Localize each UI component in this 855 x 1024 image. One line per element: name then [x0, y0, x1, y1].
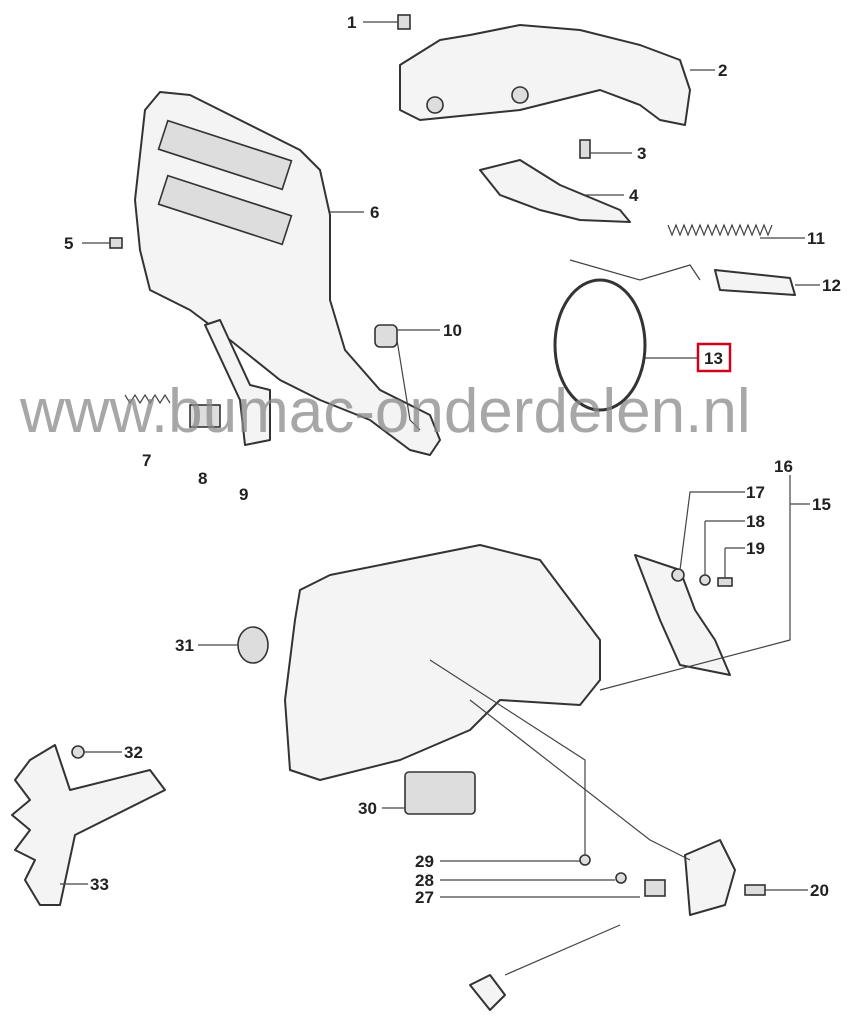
part-6-slot: [157, 119, 293, 191]
part-11-spring: [667, 223, 773, 237]
part-5-screw: [109, 237, 123, 249]
part-7-spring: [124, 393, 171, 405]
label-33[interactable]: 33: [90, 875, 109, 894]
part-17-nut: [671, 568, 685, 582]
label-20[interactable]: 20: [810, 881, 829, 900]
part-2-cover: [399, 24, 691, 126]
label-2[interactable]: 2: [718, 61, 727, 80]
part-33-bumper: [11, 744, 166, 906]
label-12[interactable]: 12: [822, 276, 841, 295]
part-10-bushing: [374, 324, 398, 348]
watermark: www.bumac-onderdelen.nl: [19, 377, 751, 446]
part-16-clutch-cover: [284, 544, 601, 781]
callout-labels: 1 2 3 4 5 6 7 8 9 10 11 12 13 15 16 17 1…: [64, 13, 841, 907]
label-3[interactable]: 3: [637, 144, 646, 163]
label-7[interactable]: 7: [142, 451, 151, 470]
part-20-side-plate: [684, 839, 736, 916]
label-13[interactable]: 13: [704, 349, 723, 368]
tensioner-nut: [469, 974, 506, 1011]
part-13-band-arm: [569, 259, 701, 281]
label-10[interactable]: 10: [443, 321, 462, 340]
label-9[interactable]: 9: [239, 485, 248, 504]
part-2-boss: [426, 96, 444, 114]
label-30[interactable]: 30: [358, 799, 377, 818]
part-8-block: [189, 404, 221, 428]
part-4-lever: [479, 159, 631, 223]
label-6[interactable]: 6: [370, 203, 379, 222]
label-17[interactable]: 17: [746, 483, 765, 502]
label-18[interactable]: 18: [746, 512, 765, 531]
label-15[interactable]: 15: [812, 495, 831, 514]
part-20-screw: [744, 884, 766, 896]
label-5[interactable]: 5: [64, 234, 73, 253]
label-32[interactable]: 32: [124, 743, 143, 762]
label-29[interactable]: 29: [415, 852, 434, 871]
part-2-boss: [511, 86, 529, 104]
label-1[interactable]: 1: [347, 13, 356, 32]
part-3-screw: [579, 139, 591, 159]
part-29-washer: [579, 854, 591, 866]
tensioner-screw: [504, 924, 621, 976]
part-12-plate: [714, 269, 796, 296]
part-27-nut: [644, 879, 666, 897]
part-31-nut: [237, 626, 269, 664]
part-28-ring: [615, 872, 627, 884]
part-19-screw: [717, 577, 733, 587]
part-30-pad: [404, 771, 476, 815]
label-16[interactable]: 16: [774, 457, 793, 476]
highlight-box-13: [696, 342, 732, 373]
label-28[interactable]: 28: [415, 871, 434, 890]
label-31[interactable]: 31: [175, 636, 194, 655]
leader-lines: [60, 21, 820, 898]
label-27[interactable]: 27: [415, 888, 434, 907]
label-11[interactable]: 11: [807, 229, 825, 248]
part-6-slot: [157, 174, 293, 246]
part-1-screw: [397, 14, 411, 30]
label-8[interactable]: 8: [198, 469, 207, 488]
part-18-washer: [699, 574, 711, 586]
label-4[interactable]: 4: [629, 186, 639, 205]
part-32-screw: [71, 745, 85, 759]
part-13-brake-band: [553, 278, 647, 412]
part-6-hand-guard: [134, 91, 441, 456]
part-9-bracket: [204, 319, 271, 446]
label-19[interactable]: 19: [746, 539, 765, 558]
